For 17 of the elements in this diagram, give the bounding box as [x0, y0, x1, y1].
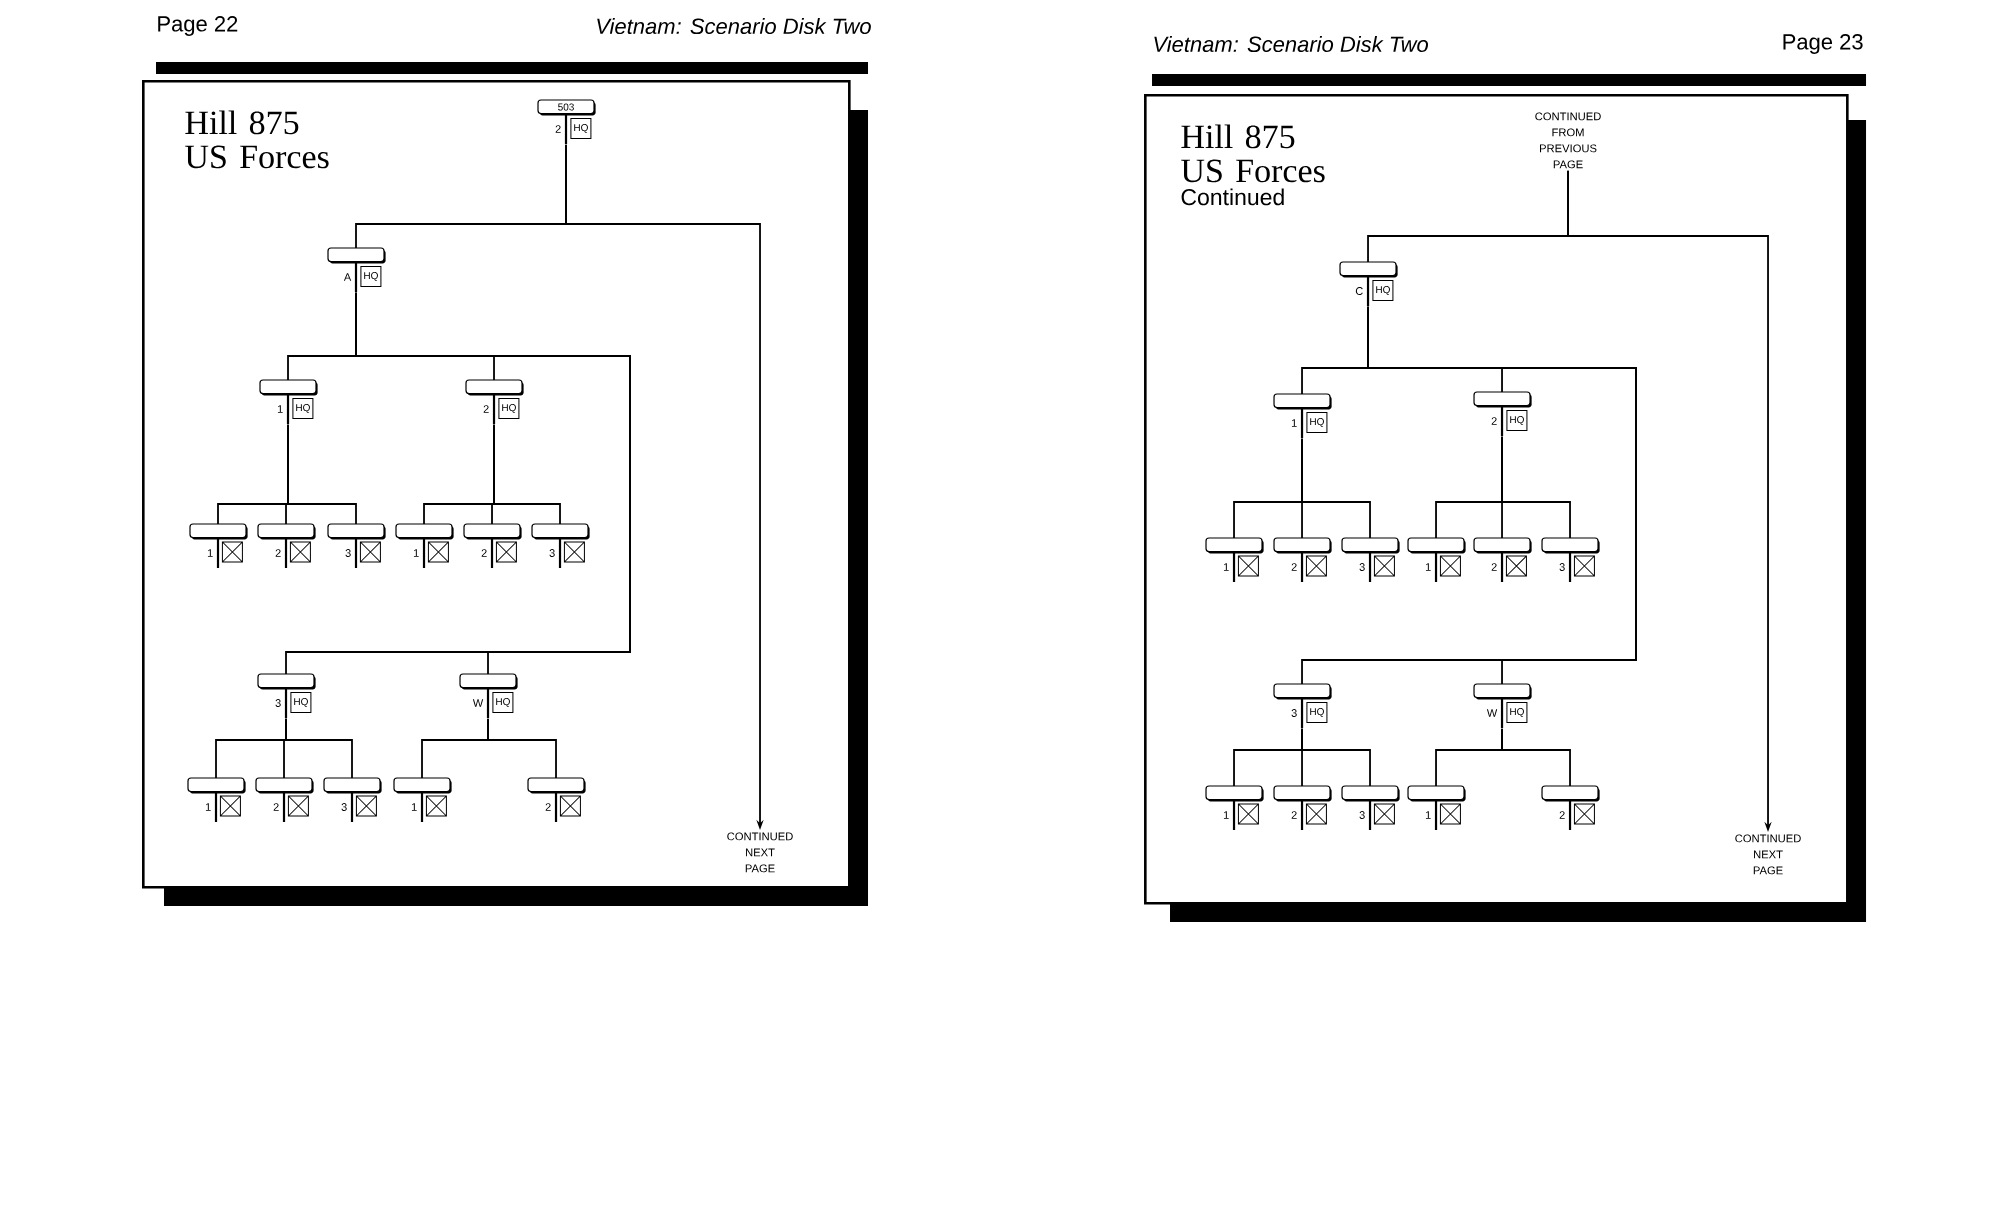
- connector-line: [287, 423, 357, 525]
- page-number: Page 23: [1783, 34, 1863, 54]
- connector-line: [355, 291, 631, 675]
- connector-line: [285, 717, 353, 779]
- running-header: Vietnam: Scenario Disk Two: [597, 17, 871, 35]
- connector-line: [493, 423, 561, 525]
- connector-line: [1501, 727, 1571, 787]
- connector-line: [487, 717, 557, 779]
- connector-line: [1301, 727, 1371, 787]
- running-header: Vietnam: Scenario Disk Two: [1154, 35, 1429, 53]
- page-number: Page 22: [158, 16, 238, 36]
- page-title: Hill 875 US Forces: [1181, 124, 1325, 183]
- connector-line: [1301, 437, 1371, 539]
- connector-line: [1367, 305, 1637, 685]
- subtitle: Continued: [1181, 188, 1284, 206]
- page-title: Hill 875 US Forces: [185, 110, 329, 169]
- connector-line: [1501, 435, 1571, 539]
